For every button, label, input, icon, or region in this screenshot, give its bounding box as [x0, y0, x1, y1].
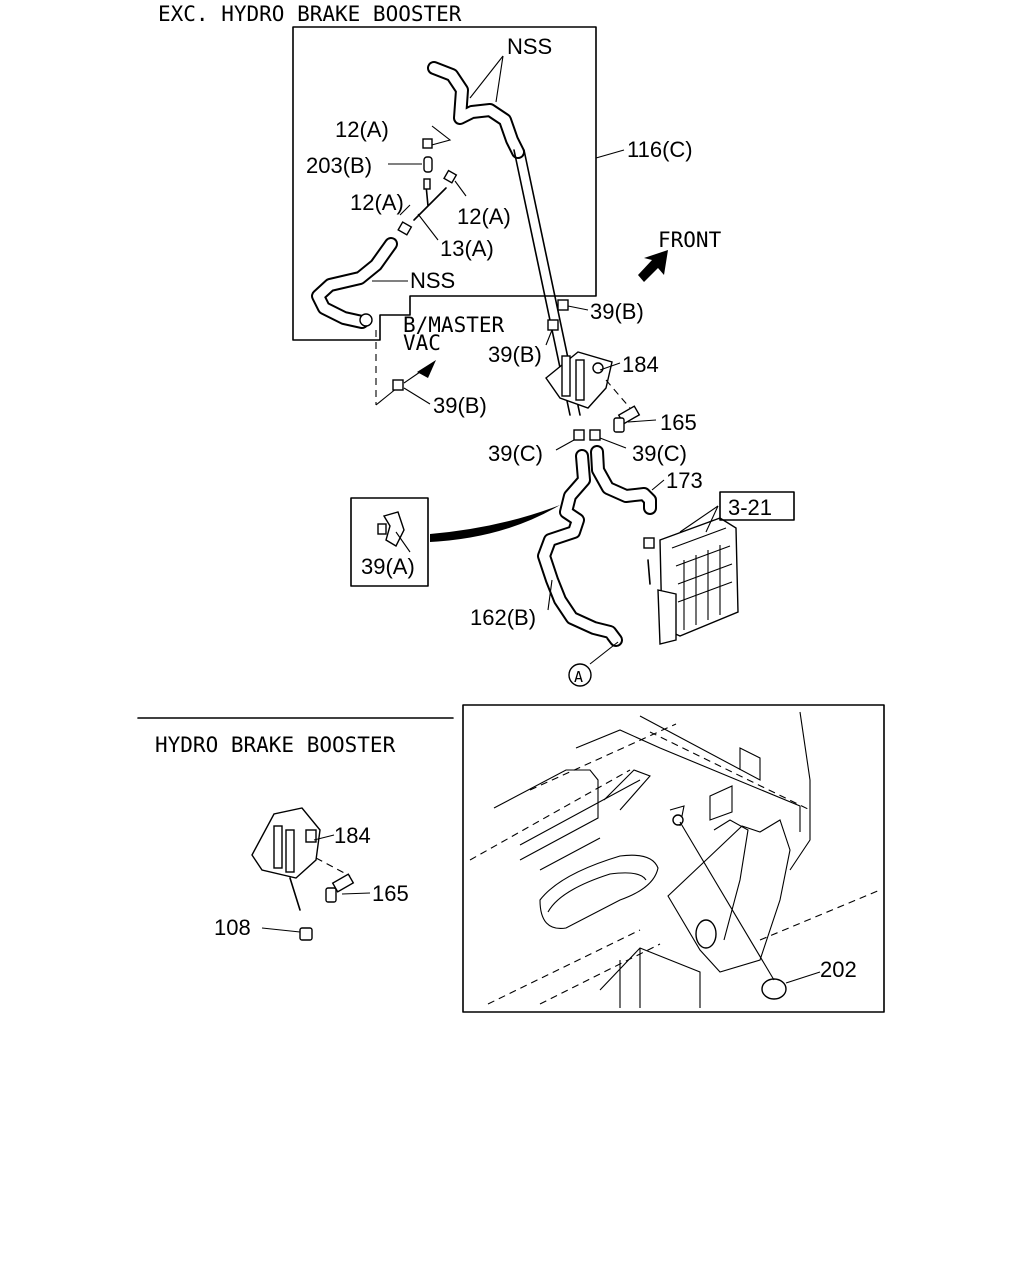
nss-lower-hose: [311, 237, 398, 329]
inset-39a-box: [350, 497, 429, 587]
callout-203b: 203(B): [306, 153, 372, 178]
callout-ref-3-21: 3-21: [728, 495, 772, 520]
hose-162b: [537, 449, 623, 647]
callout-nss-mid: NSS: [410, 268, 455, 293]
circle-a-label: A: [574, 668, 583, 686]
callout-39c-2: 39(C): [632, 441, 687, 466]
front-arrow-icon: [638, 250, 668, 282]
pointer-swoosh: [430, 505, 560, 542]
callout-39c-1: 39(C): [488, 441, 543, 466]
callout-12a-1: 12(A): [335, 117, 389, 142]
heading-hydro: HYDRO BRAKE BOOSTER: [155, 733, 396, 757]
callout-202: 202: [820, 957, 857, 982]
bolt-165-bottom: [325, 873, 355, 903]
callout-39b-1: 39(B): [590, 299, 644, 324]
ref-3-21-box: [719, 491, 795, 521]
callout-13a: 13(A): [440, 236, 494, 261]
floor-inset-box: [462, 704, 885, 1013]
canister-3-21: [643, 517, 739, 645]
hose-group-box: [292, 26, 597, 341]
clip-39a: [377, 511, 405, 547]
callout-184-top: 184: [622, 352, 659, 377]
callout-184-bottom: 184: [334, 823, 371, 848]
callout-12a-2: 12(A): [350, 190, 404, 215]
callout-12a-3: 12(A): [457, 204, 511, 229]
nss-upper-hose: [427, 61, 525, 159]
callout-116c: 116(C): [627, 137, 693, 162]
front-label: FRONT: [658, 228, 722, 252]
floor-panel-drawing: [469, 711, 881, 1008]
bracket-184-bottom: [251, 807, 321, 911]
plug-203b: [423, 156, 433, 173]
hose-173: [590, 445, 657, 515]
callout-108: 108: [214, 915, 251, 940]
clip-39b-1: [557, 299, 569, 311]
clamp-12a-top: [422, 138, 433, 149]
clip-39b-lower: [392, 379, 404, 391]
bracket-184-top: [545, 351, 613, 409]
heading-exc-hydro: EXC. HYDRO BRAKE BOOSTER: [158, 2, 462, 26]
bolt-165-top: [613, 405, 641, 433]
callout-173: 173: [666, 468, 703, 493]
callout-162b: 162(B): [470, 605, 536, 630]
callout-165-bottom: 165: [372, 881, 409, 906]
bmaster-arrow-icon: [417, 360, 436, 378]
callout-39b-3: 39(B): [433, 393, 487, 418]
circle-a-marker: [568, 663, 592, 687]
bolt-108: [299, 927, 313, 941]
clip-39c-1: [573, 429, 585, 441]
clip-39c-2: [589, 429, 601, 441]
callout-39a: 39(A): [361, 554, 415, 579]
callout-39b-2: 39(B): [488, 342, 542, 367]
callout-165-top: 165: [660, 410, 697, 435]
bmaster-label-line2: VAC: [403, 331, 441, 355]
clip-39b-2: [547, 319, 559, 331]
callout-nss-top: NSS: [507, 34, 552, 59]
bmaster-label-line1: B/MASTER: [403, 313, 505, 337]
